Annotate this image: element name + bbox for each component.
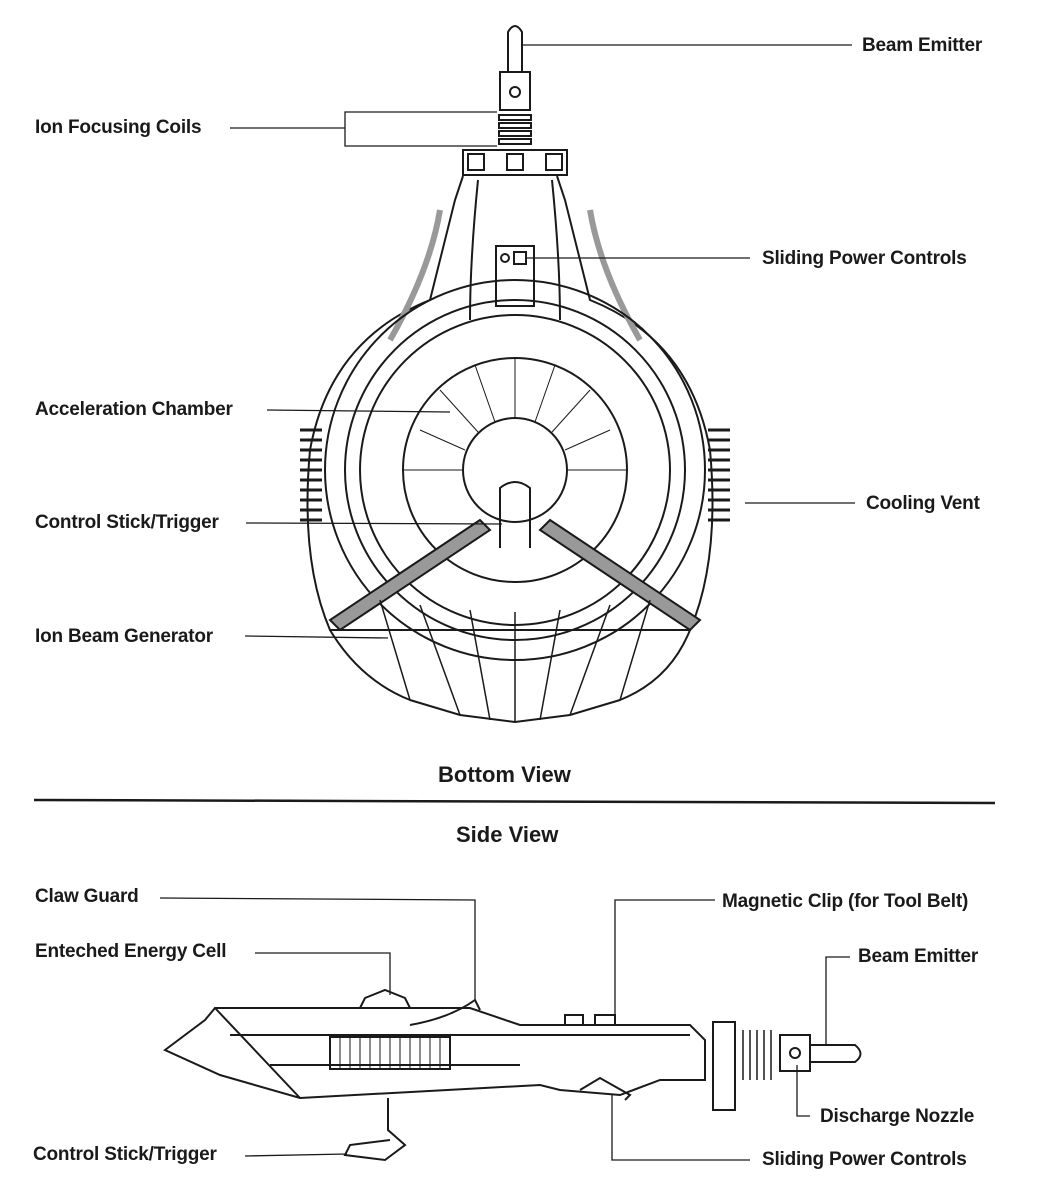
side-beam-emitter-part [810, 1044, 862, 1063]
side-body-outline [163, 1007, 706, 1100]
label-beam-emitter: Beam Emitter [862, 35, 983, 56]
emitter-housing [499, 71, 531, 111]
leader-lines-bottom [230, 44, 855, 639]
label-magnetic-clip: Magnetic Clip (for Tool Belt) [722, 891, 969, 912]
label-ion-beam-generator: Ion Beam Generator [35, 626, 214, 647]
beam-emitter-part [507, 25, 523, 72]
label-control-stick-trigger: Control Stick/Trigger [35, 512, 219, 533]
side-trigger-part [343, 1098, 407, 1162]
label-ion-focusing-coils: Ion Focusing Coils [35, 117, 202, 138]
housing-outline [306, 175, 714, 631]
label-cooling-vent: Cooling Vent [866, 493, 980, 514]
control-stick-trigger-part [499, 481, 531, 548]
label-side-beam-emitter: Beam Emitter [858, 946, 979, 967]
label-discharge-nozzle: Discharge Nozzle [820, 1106, 975, 1127]
collar-part [712, 1021, 736, 1111]
claw-guard-part [409, 998, 481, 1026]
enteched-energy-cell-part [359, 988, 411, 1009]
label-acceleration-chamber: Acceleration Chamber [35, 399, 233, 420]
bottom-view-device [300, 25, 730, 724]
label-sliding-power-controls: Sliding Power Controls [762, 248, 967, 269]
side-coils [742, 1030, 772, 1080]
bottom-view-title: Bottom View [438, 762, 571, 787]
label-enteched-energy-cell: Enteched Energy Cell [35, 941, 227, 962]
side-view-device [163, 988, 862, 1162]
ion-focusing-coils-part [498, 114, 532, 145]
side-view-title: Side View [456, 822, 559, 847]
leader-lines-side [159, 897, 850, 1161]
label-side-sliding-power-controls: Sliding Power Controls [762, 1149, 967, 1170]
discharge-nozzle-part [779, 1034, 811, 1072]
ion-beam-generator-part [329, 629, 691, 724]
label-claw-guard: Claw Guard [35, 886, 139, 907]
sliding-power-controls-part [495, 245, 535, 307]
magnetic-clip-part [594, 1014, 616, 1026]
section-divider [33, 798, 996, 805]
cooling-vent-part [300, 428, 730, 522]
label-side-control-stick-trigger: Control Stick/Trigger [33, 1144, 217, 1165]
